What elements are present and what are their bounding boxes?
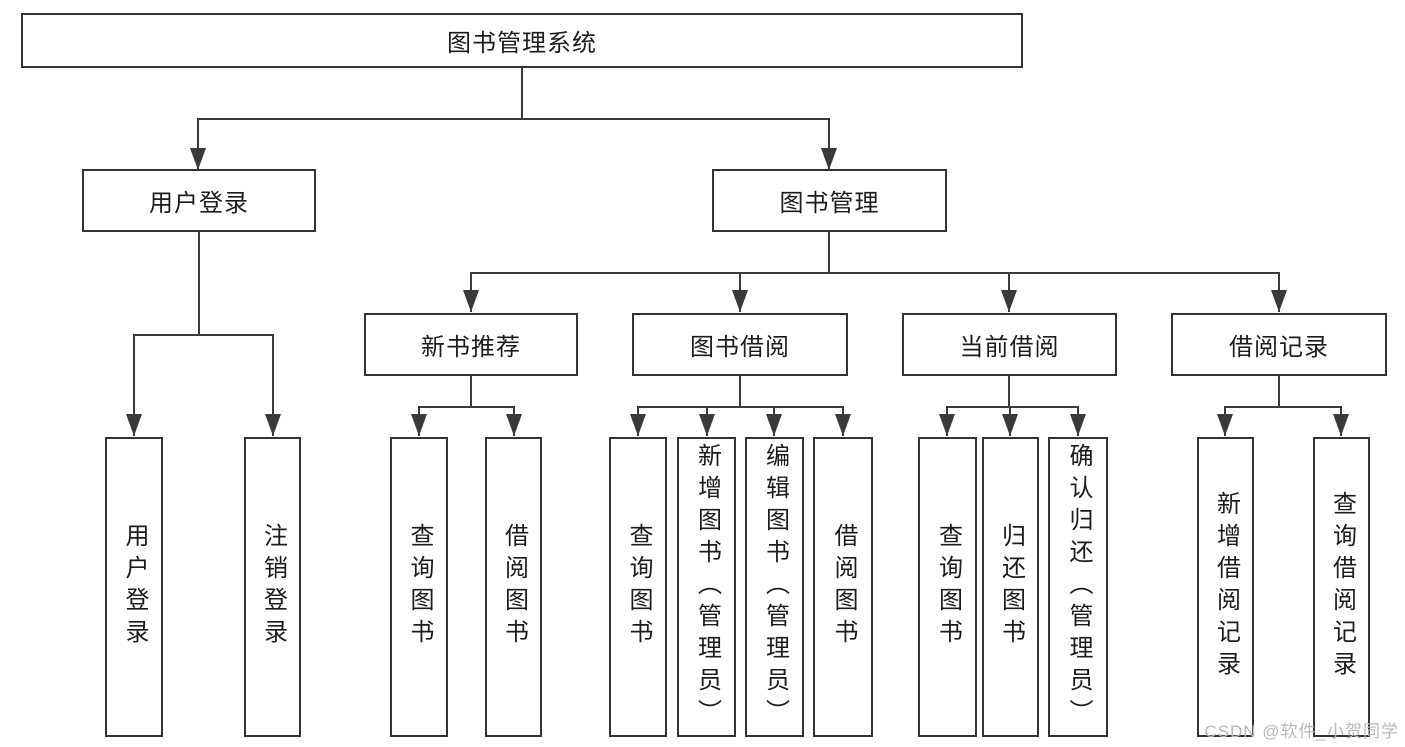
node-label-leaf-query-books-2: 查询图书 [625,523,652,651]
node-label-leaf-logout: 注销登录 [259,523,287,651]
node-label-current-borrow: 当前借阅 [959,334,1060,361]
node-label-leaf-edit-books: 编辑图书（管理员） [761,443,789,731]
node-book-mgmt: 图书管理 [712,169,947,232]
node-user-login: 用户登录 [82,169,316,232]
node-current-borrow: 当前借阅 [902,313,1117,376]
node-label-leaf-confirm-return: 确认归还（管理员） [1065,443,1092,731]
node-leaf-user-login: 用户登录 [105,437,163,737]
node-root: 图书管理系统 [21,13,1023,68]
node-borrow-records: 借阅记录 [1171,313,1387,376]
node-label-book-borrow: 图书借阅 [690,334,790,361]
node-label-user-login: 用户登录 [149,190,249,217]
node-label-leaf-add-books: 新增图书（管理员） [693,443,721,731]
node-leaf-query-books-2: 查询图书 [609,437,667,737]
node-book-borrow: 图书借阅 [632,313,848,376]
node-leaf-query-books-1: 查询图书 [390,437,448,737]
node-label-leaf-borrow-books-2: 借阅图书 [830,523,857,651]
node-leaf-return-books: 归还图书 [982,437,1039,737]
node-leaf-borrow-books-2: 借阅图书 [813,437,873,737]
node-label-leaf-query-record: 查询借阅记录 [1328,491,1356,683]
node-new-book-rec: 新书推荐 [364,313,578,376]
node-leaf-add-record: 新增借阅记录 [1197,437,1254,737]
node-leaf-logout: 注销登录 [244,437,301,737]
node-leaf-borrow-books-1: 借阅图书 [485,437,542,737]
node-label-leaf-borrow-books-1: 借阅图书 [500,523,528,651]
node-label-book-mgmt: 图书管理 [779,190,880,217]
node-label-borrow-records: 借阅记录 [1229,334,1329,361]
node-label-leaf-return-books: 归还图书 [997,523,1025,651]
node-label-leaf-query-books-1: 查询图书 [406,523,433,651]
node-leaf-edit-books: 编辑图书（管理员） [745,437,804,737]
node-label-leaf-user-login: 用户登录 [121,523,148,651]
node-leaf-confirm-return: 确认归还（管理员） [1048,437,1108,737]
node-leaf-add-books: 新增图书（管理员） [677,437,736,737]
node-label-new-book-rec: 新书推荐 [421,334,521,361]
node-label-leaf-add-record: 新增借阅记录 [1212,491,1240,683]
node-label-leaf-query-books-3: 查询图书 [934,523,962,651]
node-leaf-query-books-3: 查询图书 [918,437,977,737]
node-leaf-query-record: 查询借阅记录 [1313,437,1370,737]
node-label-root: 图书管理系统 [447,30,597,57]
watermark: CSDN @软件_小贺同学 [1204,722,1399,741]
